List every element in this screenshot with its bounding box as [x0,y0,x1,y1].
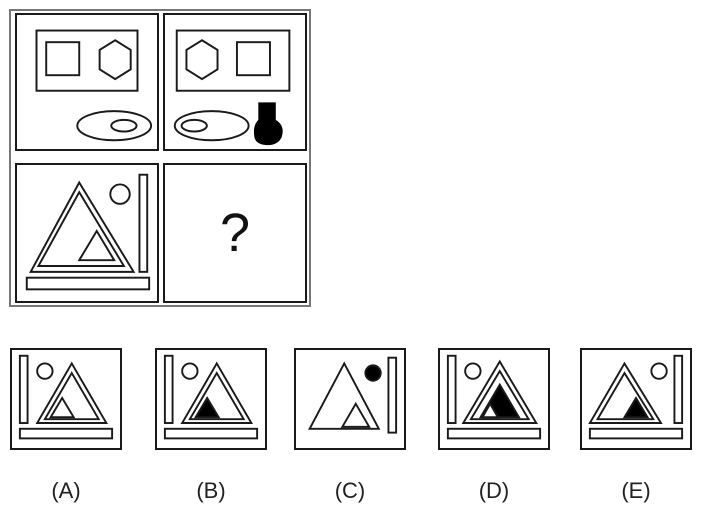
option-d[interactable] [438,348,550,450]
cell-top-right [163,13,307,151]
small-circle [109,183,131,205]
inner-triangle-filled [622,396,650,419]
inner-triangle [340,401,371,428]
option-a-label: (A) [51,478,81,503]
inner-triangle [77,229,116,262]
horizontal-bar [25,276,151,291]
middle-triangle [43,371,101,421]
outer-triangle [29,180,136,273]
outer-triangle [308,361,381,430]
middle-triangle [469,369,531,421]
outer-triangle [588,361,663,424]
option-c[interactable] [294,348,406,450]
horizontal-bar [18,427,114,440]
option-e-label: (E) [621,478,651,503]
outer-triangle [180,361,254,424]
inner-ellipse [110,118,138,133]
cell-top-right-figure [173,29,291,146]
vertical-bar [387,356,398,434]
bottle-shape [253,102,283,146]
outer-triangle [461,359,538,424]
inner-triangle [48,396,76,419]
option-c-label: (C) [334,478,366,503]
puzzle-grid: ? [9,9,311,307]
outer-triangle [35,361,109,424]
hexagon-shape [98,39,132,81]
option-c-figure [308,356,398,434]
question-mark: ? [219,203,251,263]
cell-question: ? [163,163,307,303]
small-circle [650,362,668,380]
middle-triangle [36,190,126,267]
outer-ellipse [76,110,153,142]
hexagon-shape [185,39,219,81]
outer-ellipse [173,110,250,142]
middle-triangle [188,371,246,421]
small-circle-filled [364,364,382,382]
option-d-label: (D) [478,478,510,503]
cell-bottom-left [15,163,159,303]
inner-ellipse [180,118,208,133]
small-circle [181,362,199,380]
vertical-bar [138,173,149,273]
vertical-bar [18,354,29,424]
option-a[interactable] [10,348,122,450]
small-circle [464,362,482,380]
vertical-bar [163,354,174,424]
option-b-label: (B) [196,478,226,503]
inner-triangle-filled [193,396,221,419]
middle-triangle [595,371,656,421]
option-d-figure [446,354,542,440]
vertical-bar [673,354,684,424]
option-e[interactable] [580,348,692,450]
option-a-figure [18,354,114,440]
small-circle [36,362,54,380]
inner-triangle [480,401,500,419]
square-shape [45,41,81,77]
option-b[interactable] [155,348,267,450]
cell-top-left-figure [35,29,153,142]
cell-bottom-left-figure [25,173,151,291]
horizontal-bar [163,427,259,440]
horizontal-bar [446,427,542,440]
vertical-bar [446,354,457,424]
cell-top-left [15,13,159,151]
frame-rectangle [175,29,291,92]
option-b-figure [163,354,259,440]
horizontal-bar [588,427,684,440]
frame-rectangle [35,29,139,92]
option-e-figure [588,354,684,440]
square-shape [235,41,271,77]
